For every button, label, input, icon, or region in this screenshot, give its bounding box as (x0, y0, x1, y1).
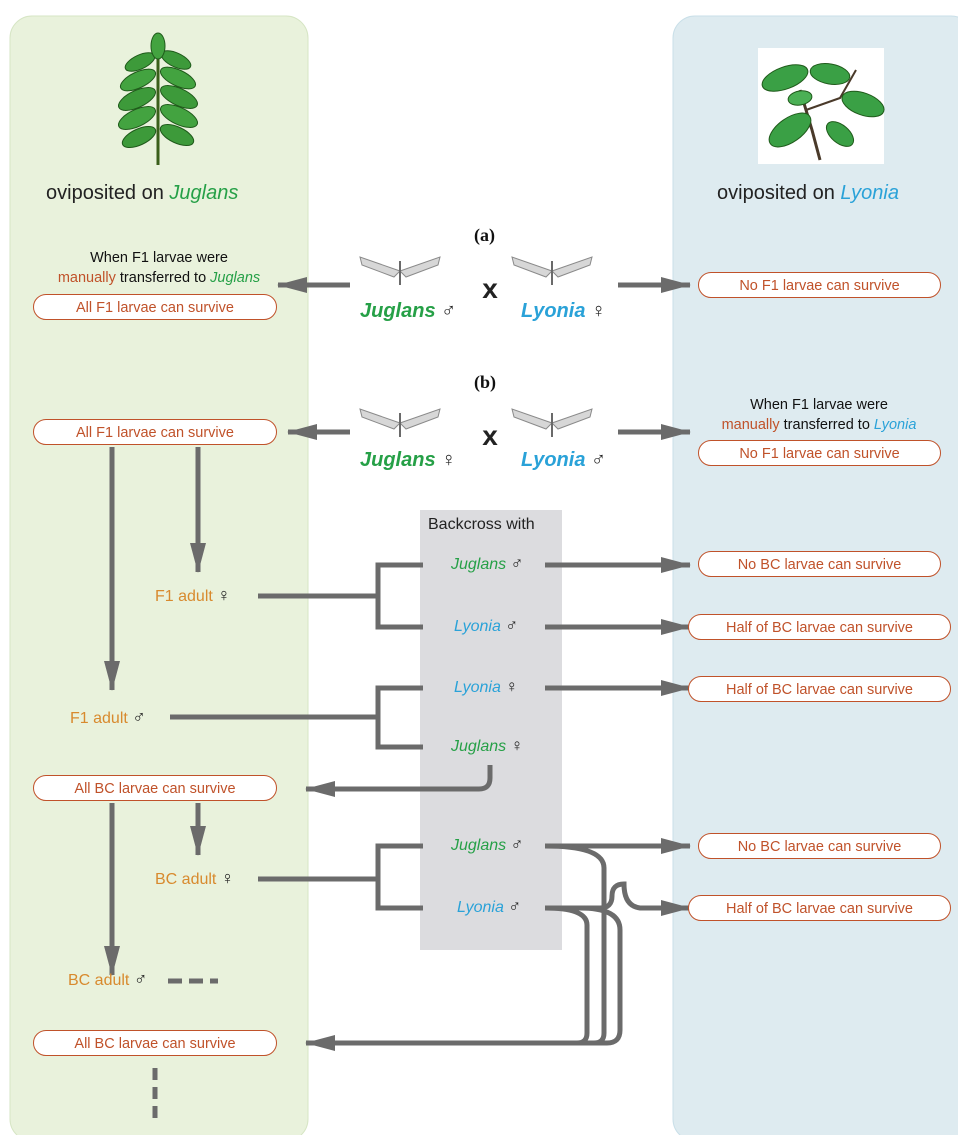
bc-adult-male-text: BC adult (68, 972, 134, 989)
male-symbol: ♂ (591, 449, 607, 471)
cross-b-left-result: All F1 larvae can survive (33, 419, 277, 445)
backcross-title: Backcross with (428, 516, 535, 533)
cross-b-right-note-line2: manually transferred to Lyonia (690, 415, 948, 435)
cross-b-right-note-word: manually (721, 417, 780, 433)
arrow-juglans-female-return (305, 765, 493, 797)
partner-species: Lyonia (457, 899, 504, 916)
left-host-name: Juglans (169, 182, 239, 204)
backcross-box (420, 510, 562, 950)
lyonia-leaf-icon (758, 48, 885, 164)
right-host-prefix: oviposited on (717, 182, 841, 204)
bc-result-left-1: All BC larvae can survive (33, 775, 277, 801)
cross-a-right-result: No F1 larvae can survive (698, 272, 941, 298)
male-symbol: ♂ (441, 300, 457, 322)
female-symbol: ♀ (510, 736, 524, 755)
cross-a-female-species: Lyonia (521, 300, 586, 322)
cross-symbol-a: x (482, 273, 498, 304)
bracket-bc-female (375, 843, 423, 911)
cross-a-male-species: Juglans (360, 300, 436, 322)
cross-a-male-label: Juglans ♂ (360, 300, 456, 323)
partner-lyonia-female: Lyonia ♀ (454, 677, 518, 697)
male-symbol: ♂ (508, 897, 522, 916)
male-symbol: ♂ (510, 554, 524, 573)
cross-a-female-label: Lyonia ♀ (521, 300, 606, 323)
partner-juglans-female: Juglans ♀ (451, 736, 523, 756)
partner-species: Juglans (451, 738, 507, 755)
bc-result-right-5: Half of BC larvae can survive (688, 895, 951, 921)
cross-b-right-note: When F1 larvae were manually transferred… (690, 395, 948, 435)
cross-symbol-b: x (482, 420, 498, 451)
f1-adult-female-text: F1 adult (155, 588, 218, 605)
male-symbol: ♂ (510, 835, 524, 854)
cross-a-left-note-line2: manually transferred to Juglans (30, 268, 288, 288)
partner-lyonia-male-2: Lyonia ♂ (457, 897, 521, 917)
male-symbol: ♂ (133, 969, 148, 989)
bracket-f1-female (375, 562, 423, 630)
moth-a-male-icon (359, 256, 441, 285)
female-symbol: ♀ (220, 868, 235, 888)
male-symbol: ♂ (132, 707, 146, 727)
cross-b-right-note-mid: transferred to (779, 417, 874, 433)
cross-a-left-note-line1: When F1 larvae were (90, 250, 228, 266)
moth-b-male-icon (511, 408, 593, 437)
partner-species: Juglans (451, 837, 507, 854)
bc-result-left-2: All BC larvae can survive (33, 1030, 277, 1056)
cross-a-left-result: All F1 larvae can survive (33, 294, 277, 320)
cross-a-label: (a) (474, 225, 495, 245)
right-host-caption: oviposited on Lyonia (717, 182, 899, 205)
male-symbol: ♂ (505, 616, 519, 635)
left-host-prefix: oviposited on (46, 182, 170, 204)
cross-a-left-note-host: Juglans (210, 270, 261, 286)
partner-species: Juglans (451, 556, 507, 573)
partner-species: Lyonia (454, 679, 501, 696)
f1-adult-male-text: F1 adult (70, 710, 133, 727)
cross-a-left-note-mid: transferred to (115, 270, 211, 286)
bc-result-right-2: Half of BC larvae can survive (688, 614, 951, 640)
f1-adult-male: F1 adult ♂ (70, 707, 146, 728)
partner-species: Lyonia (454, 618, 501, 635)
cross-b-male-label: Lyonia ♂ (521, 449, 606, 472)
cross-b-female-label: Juglans ♀ (360, 449, 456, 472)
bc-result-right-3: Half of BC larvae can survive (688, 676, 951, 702)
cross-b-male-species: Lyonia (521, 449, 586, 471)
arrow-lyonia-male-2 (545, 881, 691, 916)
bc-adult-female: BC adult ♀ (155, 868, 234, 889)
partner-lyonia-male-1: Lyonia ♂ (454, 616, 518, 636)
cross-b-right-note-host: Lyonia (873, 417, 917, 433)
f1-adult-female: F1 adult ♀ (155, 585, 231, 606)
partner-juglans-male-2: Juglans ♂ (451, 835, 523, 855)
left-host-caption: oviposited on Juglans (46, 182, 238, 205)
cross-b-label: (b) (474, 372, 496, 392)
bc-adult-male: BC adult ♂ (68, 969, 147, 990)
cross-b-female-species: Juglans (360, 449, 436, 471)
moth-a-female-icon (511, 256, 593, 285)
cross-b-right-result: No F1 larvae can survive (698, 440, 941, 466)
bracket-f1-male (375, 685, 423, 750)
partner-juglans-male-1: Juglans ♂ (451, 554, 523, 574)
cross-a-left-note-word: manually (57, 270, 116, 286)
bc-adult-female-text: BC adult (155, 871, 221, 888)
female-symbol: ♀ (591, 300, 607, 322)
bc-result-right-1: No BC larvae can survive (698, 551, 941, 577)
cross-a-left-note: When F1 larvae were manually transferred… (30, 248, 288, 288)
moth-b-female-icon (359, 408, 441, 437)
cross-b-right-note-line1: When F1 larvae were (750, 397, 888, 413)
female-symbol: ♀ (441, 449, 457, 471)
bc-result-right-4: No BC larvae can survive (698, 833, 941, 859)
female-symbol: ♀ (505, 677, 519, 696)
right-host-name: Lyonia (840, 182, 899, 204)
juglans-leaf-icon (118, 32, 198, 165)
female-symbol: ♀ (217, 585, 231, 605)
